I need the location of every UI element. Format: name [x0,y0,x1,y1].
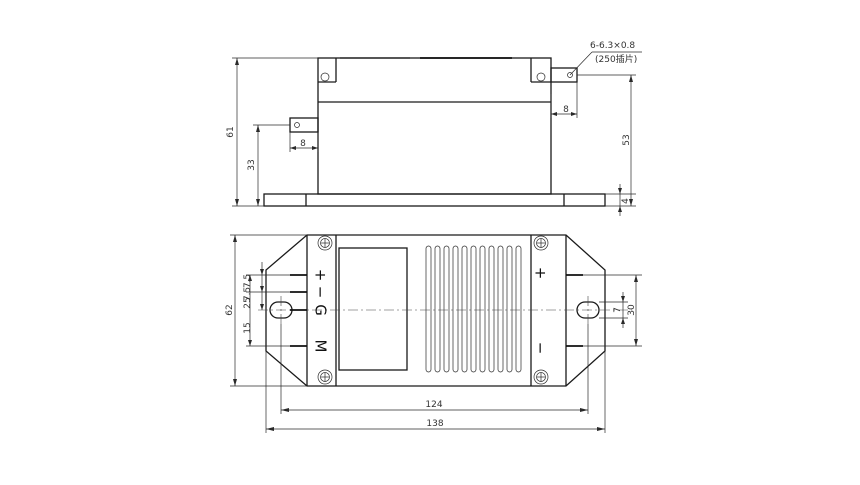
terminal-note: (250插片) [595,53,637,65]
right-terminal-tab [550,67,578,83]
label-g: G [312,304,330,316]
terminal-spec: 6-6.3×0.8 [590,41,635,51]
dim-overall-height: 61 [226,126,236,137]
label-plus-left: + [312,269,330,282]
vent-slots [425,245,522,373]
dim-total-width: 138 [426,419,443,429]
left-terminals [290,274,307,347]
dim-left-pitch-a: 7.5 [243,274,253,288]
dim-hole-spacing: 124 [425,400,442,410]
screw-icon [536,72,546,82]
dim-left-pitch-c: 25 [243,297,253,308]
corner-screws [317,235,549,385]
label-plus-right: + [532,267,550,280]
screw-icon [320,72,330,82]
label-window [338,247,408,371]
dim-left-tab-width: 8 [300,139,306,149]
side-view: 61 33 8 8 53 4 [226,41,642,216]
dim-left-pitch-b: 7.5 [243,287,253,301]
dim-right-tab-width: 8 [563,105,569,115]
label-m: M [312,340,330,353]
label-minus-left: − [312,286,330,299]
right-terminals [566,274,583,347]
plan-view: + − G M + − 62 7.5 7.5 25 15 30 [225,234,642,433]
dim-right-terminal-height: 53 [622,134,632,145]
dim-base-thickness: 4 [621,198,631,204]
label-minus-right: − [532,342,550,355]
dim-right-span: 30 [627,304,637,316]
base-plate [263,193,606,207]
dim-left-terminal-height: 33 [247,159,257,170]
dim-left-bottom: 15 [243,322,253,333]
module-body [317,57,552,195]
dim-right-small: 7 [613,307,623,313]
dim-plan-height: 62 [225,304,235,315]
